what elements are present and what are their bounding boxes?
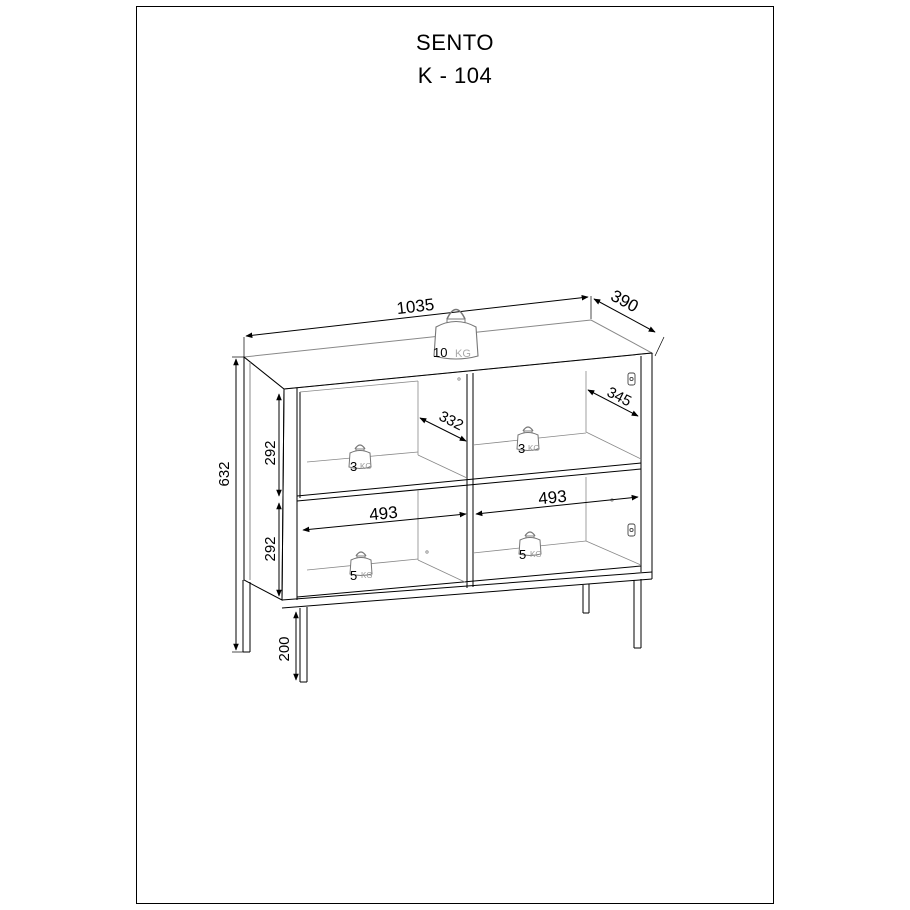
product-name: SENTO	[416, 30, 494, 55]
top-load-value: 10	[433, 345, 447, 360]
lower-left-load-unit: KG	[361, 571, 373, 580]
width-label: 1035	[396, 295, 436, 318]
upper-left-load-value: 3	[350, 459, 357, 474]
lower-right-load-unit: KG	[530, 550, 542, 559]
left-compartment-width-label: 493	[368, 503, 398, 525]
drawing-frame	[136, 6, 774, 904]
dimension-lines	[232, 294, 665, 681]
lower-left-load-value: 5	[350, 568, 357, 583]
height-label: 632	[216, 461, 233, 486]
upper-compartment-height-label: 292	[262, 440, 279, 465]
top-load-unit: KG	[455, 348, 471, 360]
weight-icon	[433, 308, 479, 360]
upper-right-load-unit: KG	[528, 444, 540, 453]
inner-depth-right-label: 345	[604, 384, 634, 411]
upper-left-load-unit: KG	[360, 462, 372, 471]
legs	[242, 579, 642, 683]
upper-right-load-value: 3	[518, 441, 525, 456]
right-compartment-width-label: 493	[537, 487, 567, 509]
leg-height-label: 200	[276, 636, 293, 661]
inner-depth-left-label: 332	[436, 408, 466, 435]
hinge-icon	[627, 372, 636, 537]
depth-label: 390	[608, 286, 642, 316]
cabinet-body	[242, 319, 654, 609]
product-code: K - 104	[417, 63, 493, 88]
lower-compartment-height-label: 292	[262, 536, 279, 561]
interior-lines	[299, 371, 642, 584]
lower-right-load-value: 5	[519, 547, 526, 562]
